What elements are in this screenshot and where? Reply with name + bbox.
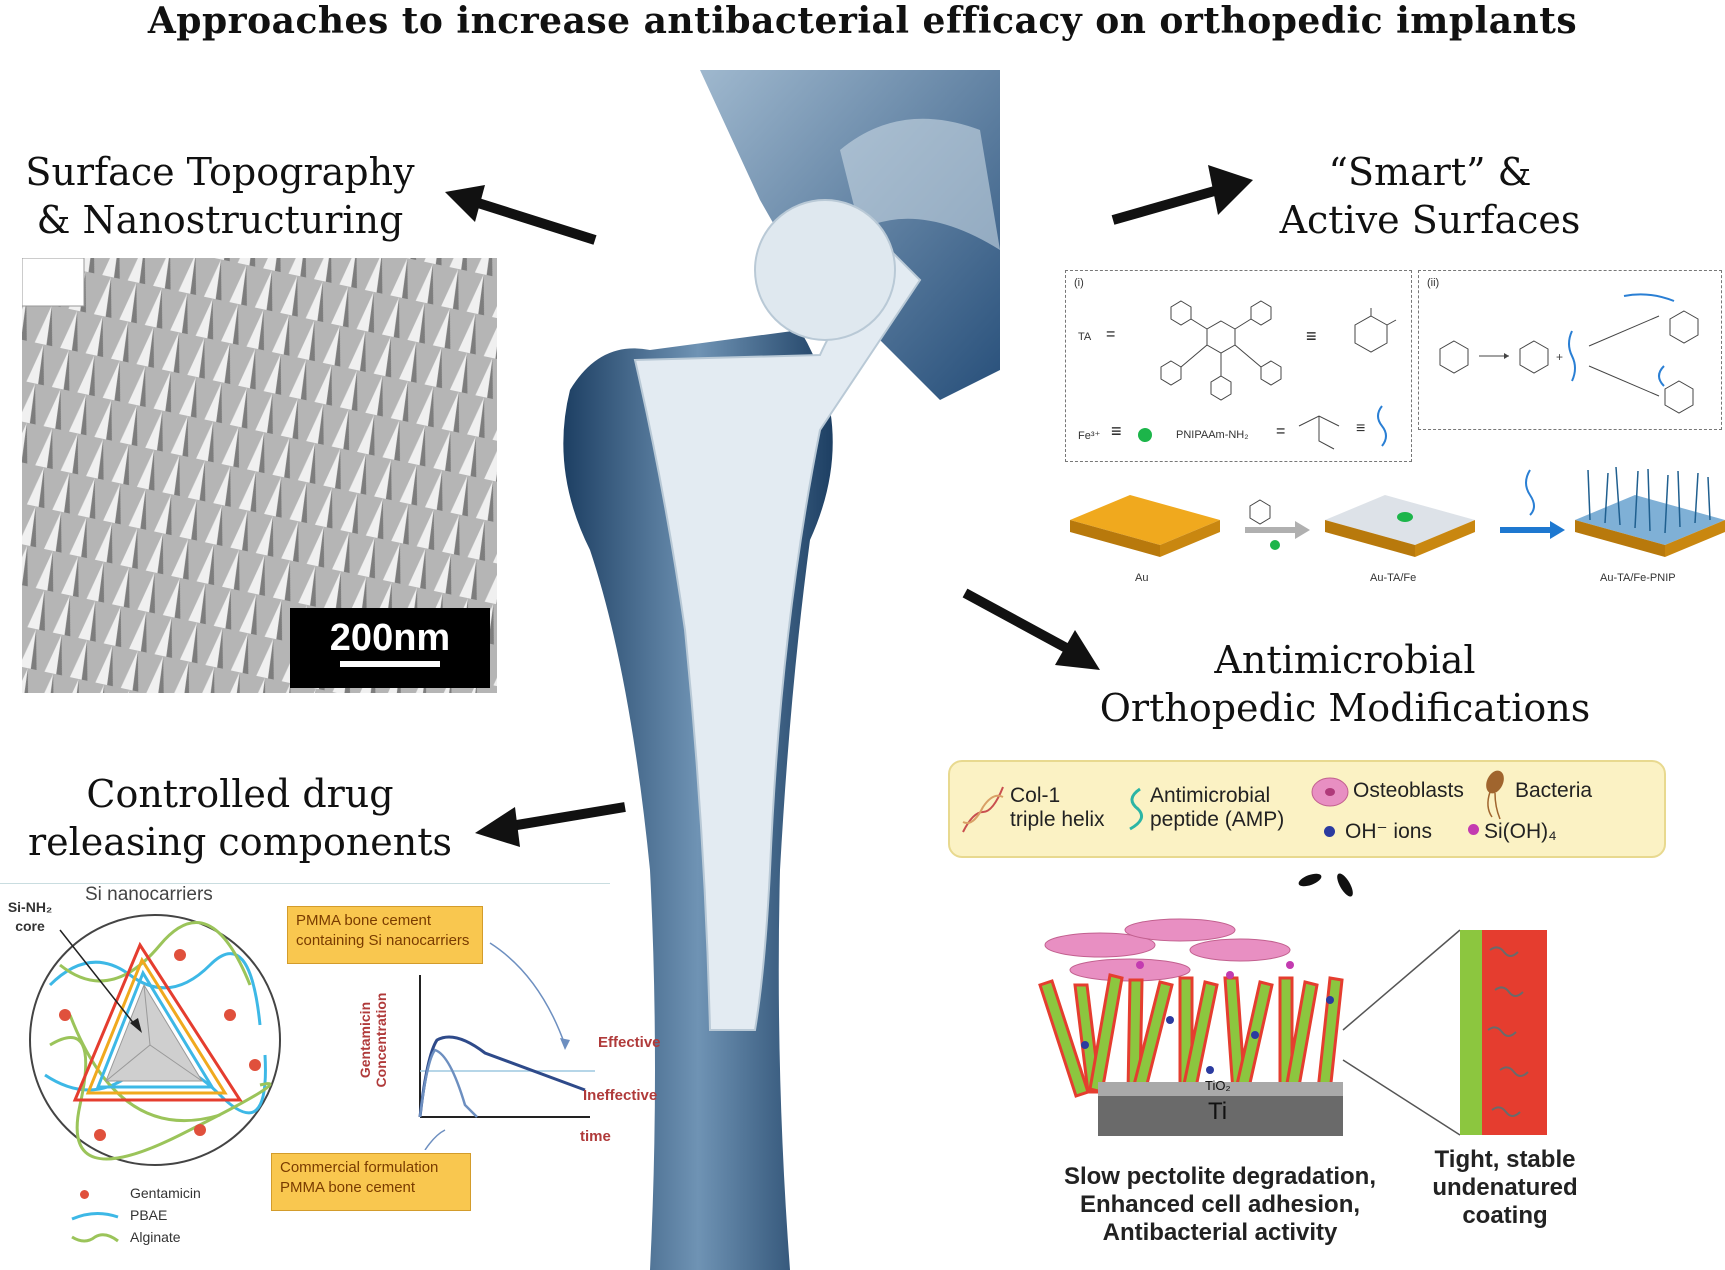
reaction-scheme: + — [1439, 293, 1699, 414]
femoral-head — [754, 199, 896, 341]
ta-label: TA — [1078, 331, 1092, 343]
drug-heading-line1: Controlled drug — [86, 772, 394, 816]
drug-heading-line2: releasing components — [27, 820, 453, 864]
ineffective-label: Ineffective — [583, 1087, 658, 1104]
si-nanocarriers-label: Si nanocarriers — [85, 884, 213, 905]
tio2-label: TiO₂ — [1205, 1078, 1231, 1093]
release-profile-chart — [418, 942, 595, 1150]
pnipaam-label: PNIPAAm-NH₂ — [1176, 429, 1249, 441]
alginate-line-icon — [71, 1233, 119, 1243]
core-label: Si-NH₂ core — [7, 899, 53, 934]
time-label: time — [580, 1128, 611, 1145]
legend-amp-sub: peptide (AMP) — [1150, 808, 1285, 831]
legend-col1-sub: triple helix — [1010, 808, 1105, 831]
gallol-structure — [1354, 308, 1397, 353]
hip-implant-xray — [563, 70, 1000, 1270]
ti-label: Ti — [1208, 1098, 1228, 1125]
antimicrobial-heading-line1: Antimicrobial — [1214, 638, 1476, 682]
step-au-ta-fe-pnip-label: Au-TA/Fe-PNIP — [1600, 572, 1676, 584]
scale-bar-label: 200nm — [330, 617, 450, 659]
smart-heading-line1: “Smart” & — [1328, 150, 1532, 194]
legend-sioh: Si(OH)₄ — [1484, 820, 1557, 843]
drug-legend: Gentamicin PBAE Alginate — [70, 1185, 270, 1251]
step-au-label: Au — [1135, 572, 1149, 584]
box-pmma-si: PMMA bone cement containing Si nanocarri… — [287, 906, 483, 964]
legend-gentamicin: Gentamicin — [130, 1185, 201, 1201]
col1-helix-icon — [962, 786, 1004, 833]
osteoblast-icon — [1311, 777, 1349, 807]
tannic-acid-structure — [1160, 300, 1282, 401]
panel-i: (i) TA = ≡ Fe³⁺ ≡ PNIPAAm-NH₂ = ≡ — [1065, 270, 1412, 462]
panel-ii-label: (ii) — [1427, 277, 1440, 289]
coating-zoom-green — [1460, 930, 1482, 1135]
svg-text:≡: ≡ — [1356, 420, 1365, 437]
legend-alginate: Alginate — [130, 1229, 181, 1245]
fe-ion-dot — [1138, 428, 1152, 442]
ti-substrate — [1098, 1096, 1343, 1136]
figure-title: Approaches to increase antibacterial eff… — [147, 0, 1578, 42]
box-commercial-pmma: Commercial formulation PMMA bone cement — [271, 1153, 471, 1211]
caption-right: Tight, stable undenatured coating — [1432, 1146, 1578, 1229]
sioh-dot — [1468, 824, 1479, 835]
coating-illustration — [1038, 873, 1547, 1136]
panel-i-label: (i) — [1074, 277, 1084, 289]
curve-commercial — [418, 1048, 478, 1118]
antimicrobial-heading-line2: Orthopedic Modifications — [1099, 686, 1591, 730]
legend-bacteria: Bacteria — [1515, 779, 1593, 802]
legend-col1: Col-1 — [1010, 784, 1061, 807]
scale-bar — [340, 661, 440, 667]
caption-left: Slow pectolite degradation, Enhanced cel… — [1063, 1163, 1377, 1246]
arrow-to-smart — [1111, 165, 1253, 225]
pnipaam-structure: ≡ — [1298, 405, 1387, 450]
legend-pbae: PBAE — [130, 1207, 168, 1223]
bacteria-icon — [1486, 770, 1504, 820]
si-nanocarrier-diagram — [29, 914, 281, 1166]
pbae-line-icon — [71, 1212, 119, 1221]
curve-si — [418, 1035, 586, 1118]
tio2-layer — [1098, 1082, 1343, 1096]
legend-osteoblasts: Osteoblasts — [1353, 779, 1464, 802]
fe-label: Fe³⁺ — [1078, 430, 1101, 442]
divider — [0, 883, 610, 884]
step-au-ta-fe-label: Au-TA/Fe — [1370, 572, 1417, 584]
gentamicin-dot — [80, 1190, 89, 1199]
legend-oh-ions: OH⁻ ions — [1345, 820, 1432, 843]
surface-heading-line2: & Nanostructuring — [36, 198, 404, 242]
svg-text:+: + — [1556, 350, 1563, 364]
effective-label: Effective — [598, 1034, 661, 1051]
au-slab — [1070, 495, 1220, 545]
sem-nanostructure-image: 200nm — [21, 257, 497, 693]
oh-ion-dot — [1324, 826, 1335, 837]
legend-amp: Antimicrobial — [1150, 784, 1271, 807]
antimicrobial-legend: Col-1 triple helix Antimicrobial peptide… — [948, 760, 1666, 858]
amp-icon — [1129, 787, 1144, 831]
arrow-to-drug — [475, 802, 626, 847]
smart-heading-line2: Active Surfaces — [1279, 198, 1581, 242]
surface-modification-steps — [1070, 466, 1725, 557]
arrow-to-surface — [445, 185, 597, 245]
arrow-to-antimicrobial — [962, 588, 1100, 670]
panel-ii: (ii) + — [1418, 270, 1722, 430]
chart-ylabel: Gentamicin Concentration — [357, 992, 389, 1088]
implant-stem — [633, 248, 922, 1031]
surface-heading-line1: Surface Topography — [25, 150, 415, 194]
